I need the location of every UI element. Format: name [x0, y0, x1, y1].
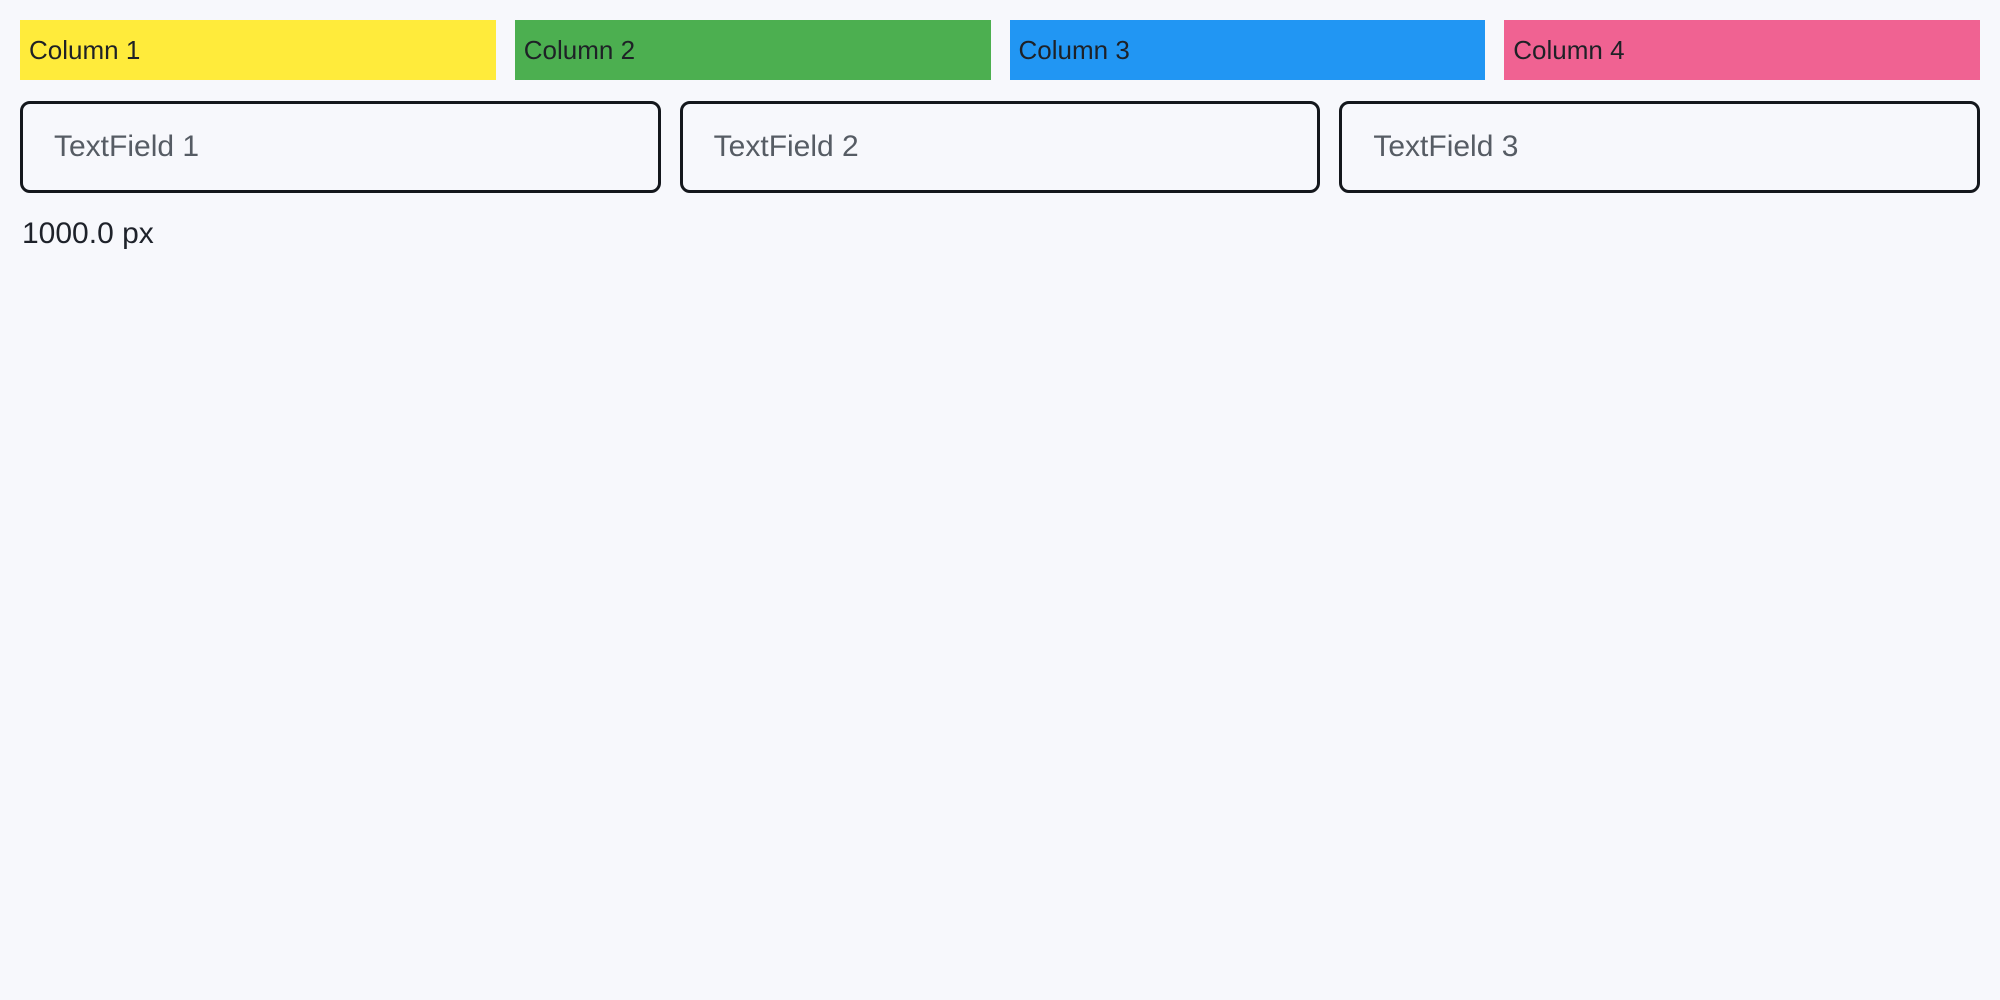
column-label-3: Column 3: [1018, 34, 1130, 65]
column-label-2: Column 2: [523, 34, 636, 65]
textfield-2[interactable]: [679, 101, 1321, 193]
column-bar-2: Column 2: [514, 20, 991, 80]
column-bar-3: Column 3: [1009, 20, 1486, 80]
columns-row: Column 1 Column 2 Column 3 Column 4: [20, 20, 1980, 80]
textfield-3[interactable]: [1339, 101, 1981, 193]
column-bar-4: Column 4: [1504, 20, 1980, 80]
textfields-row: [20, 101, 1981, 193]
width-readout: 1000.0 px: [22, 217, 154, 250]
column-label-4: Column 4: [1513, 34, 1625, 65]
column-bar-1: Column 1: [20, 20, 496, 80]
textfield-1[interactable]: [20, 101, 661, 193]
column-label-1: Column 1: [29, 34, 141, 65]
